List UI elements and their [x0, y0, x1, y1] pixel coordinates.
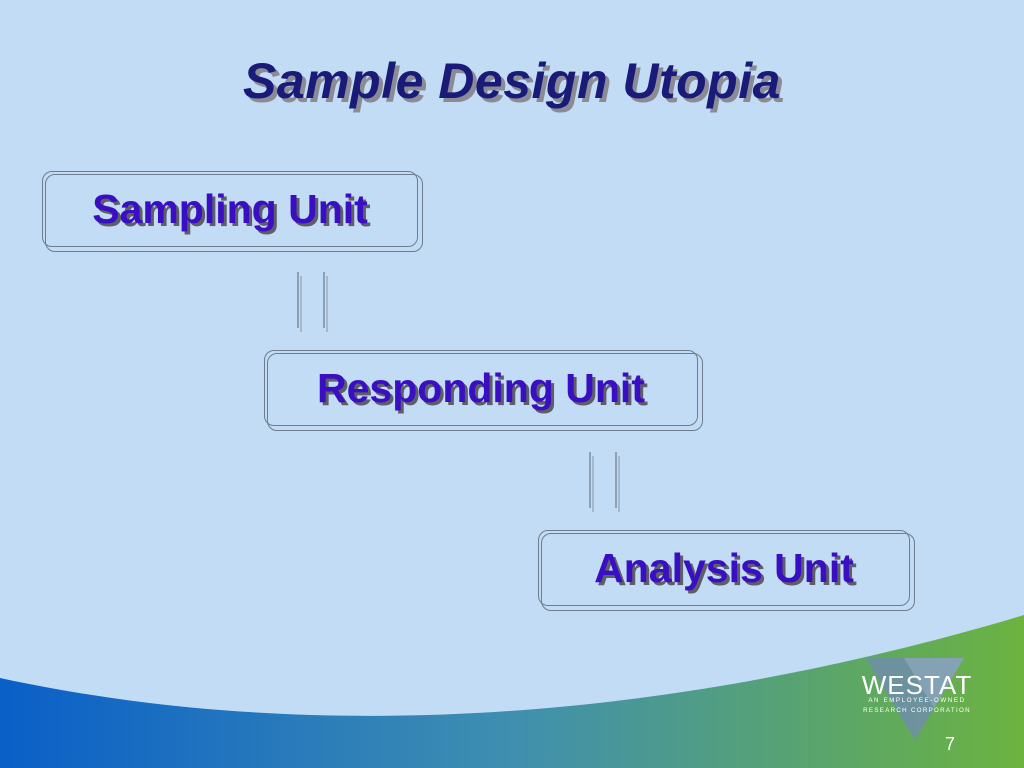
connector-sampling-to-responding: [297, 272, 328, 332]
logo-brand: WESTAT: [862, 670, 972, 700]
slide-title: Sample Design Utopia: [243, 53, 781, 109]
sampling-unit-label: Sampling Unit: [92, 185, 368, 232]
analysis-unit-label: Analysis Unit: [594, 544, 854, 591]
responding-unit-label: Responding Unit: [317, 364, 645, 411]
logo-tagline-1: AN EMPLOYEE-OWNED: [868, 697, 965, 704]
westat-logo: WESTAT AN EMPLOYEE-OWNED RESEARCH CORPOR…: [862, 658, 972, 740]
connector-responding-to-analysis: [589, 452, 620, 512]
responding-unit-box: Responding Unit: [264, 350, 703, 431]
sampling-unit-box: Sampling Unit: [42, 171, 423, 252]
page-number: 7: [944, 734, 955, 754]
analysis-unit-box: Analysis Unit: [538, 530, 915, 611]
logo-tagline-2: RESEARCH CORPORATION: [863, 707, 971, 714]
